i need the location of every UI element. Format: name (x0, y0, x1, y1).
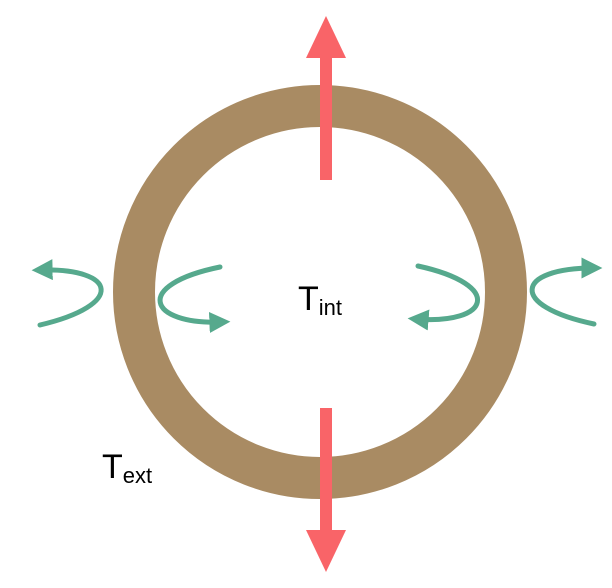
convection-arrow-outer-left (31, 259, 104, 328)
convection-arrow-inner-right (407, 263, 480, 331)
internal-temperature-label: Tint (298, 280, 342, 320)
heat-arrow-down (306, 408, 346, 572)
heat-arrow-up (306, 16, 346, 180)
convection-arrow-inner-left (157, 264, 231, 333)
external-temperature-label: Text (102, 448, 152, 488)
convection-arrow-outer-right (529, 257, 603, 327)
